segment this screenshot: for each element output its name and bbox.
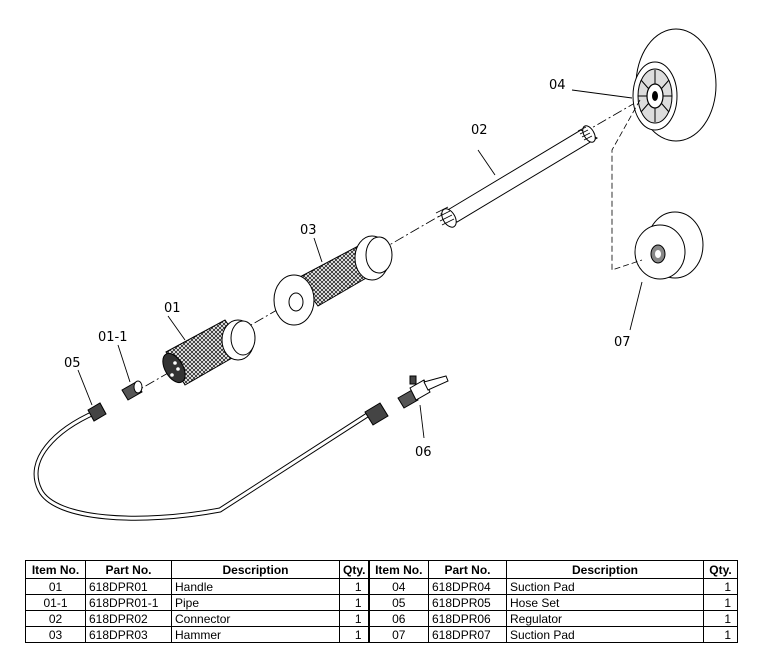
connector-rod-02 bbox=[435, 125, 599, 228]
cell-description: Suction Pad bbox=[506, 626, 704, 643]
cell-item-no: 06 bbox=[368, 610, 429, 627]
header-qty: Qty. bbox=[703, 560, 738, 579]
callout-07: 07 bbox=[614, 335, 631, 350]
cell-item-no: 07 bbox=[368, 626, 429, 643]
table-header-row: Item No. Part No. Description Qty. Item … bbox=[25, 560, 738, 579]
table-row: 03 618DPR03 Hammer 1 07 618DPR07 Suction… bbox=[25, 626, 738, 643]
cell-part-no: 618DPR07 bbox=[428, 626, 507, 643]
header-description: Description bbox=[506, 560, 704, 579]
cell-qty: 1 bbox=[703, 594, 738, 611]
cell-item-no: 02 bbox=[25, 610, 86, 627]
cell-description: Suction Pad bbox=[506, 578, 704, 595]
handle-01 bbox=[162, 319, 256, 386]
header-description: Description bbox=[171, 560, 340, 579]
cell-part-no: 618DPR02 bbox=[85, 610, 172, 627]
cell-description: Pipe bbox=[171, 594, 340, 611]
table-row: 01-1 618DPR01-1 Pipe 1 05 618DPR05 Hose … bbox=[25, 594, 738, 611]
header-item-no: Item No. bbox=[368, 560, 429, 579]
hose-set-05 bbox=[33, 402, 389, 521]
callout-01-1: 01-1 bbox=[98, 330, 128, 345]
cell-qty: 1 bbox=[339, 594, 370, 611]
cell-item-no: 04 bbox=[368, 578, 429, 595]
cell-qty: 1 bbox=[339, 578, 370, 595]
header-part-no: Part No. bbox=[85, 560, 172, 579]
cell-description: Connector bbox=[171, 610, 340, 627]
callout-03: 03 bbox=[300, 223, 317, 238]
table-row: 02 618DPR02 Connector 1 06 618DPR06 Regu… bbox=[25, 610, 738, 627]
callout-02: 02 bbox=[471, 123, 488, 138]
callout-05: 05 bbox=[64, 356, 81, 371]
header-item-no: Item No. bbox=[25, 560, 86, 579]
cell-qty: 1 bbox=[339, 626, 370, 643]
parts-table: Item No. Part No. Description Qty. Item … bbox=[25, 560, 738, 643]
suction-pad-07 bbox=[634, 211, 704, 280]
cell-description: Regulator bbox=[506, 610, 704, 627]
cell-qty: 1 bbox=[703, 610, 738, 627]
cell-part-no: 618DPR06 bbox=[428, 610, 507, 627]
cell-qty: 1 bbox=[703, 578, 738, 595]
cell-description: Hammer bbox=[171, 626, 340, 643]
cell-description: Handle bbox=[171, 578, 340, 595]
cell-item-no: 01-1 bbox=[25, 594, 86, 611]
callout-01: 01 bbox=[164, 301, 181, 316]
cell-part-no: 618DPR05 bbox=[428, 594, 507, 611]
hammer-03 bbox=[273, 235, 393, 326]
header-part-no: Part No. bbox=[428, 560, 507, 579]
regulator-06 bbox=[397, 375, 449, 409]
cell-description: Hose Set bbox=[506, 594, 704, 611]
callout-06: 06 bbox=[415, 445, 432, 460]
cell-qty: 1 bbox=[703, 626, 738, 643]
cell-item-no: 03 bbox=[25, 626, 86, 643]
header-qty: Qty. bbox=[339, 560, 370, 579]
pipe-fitting-01-1 bbox=[121, 380, 143, 401]
cell-part-no: 618DPR01-1 bbox=[85, 594, 172, 611]
callout-04: 04 bbox=[549, 78, 566, 93]
table-row: 01 618DPR01 Handle 1 04 618DPR04 Suction… bbox=[25, 578, 738, 595]
cell-part-no: 618DPR03 bbox=[85, 626, 172, 643]
suction-pad-04 bbox=[632, 28, 717, 142]
cell-part-no: 618DPR01 bbox=[85, 578, 172, 595]
cell-part-no: 618DPR04 bbox=[428, 578, 507, 595]
leader-lines bbox=[77, 89, 643, 439]
cell-item-no: 01 bbox=[25, 578, 86, 595]
cell-item-no: 05 bbox=[368, 594, 429, 611]
cell-qty: 1 bbox=[339, 610, 370, 627]
exploded-parts-diagram: 01 01-1 02 03 04 05 06 07 bbox=[33, 28, 717, 521]
